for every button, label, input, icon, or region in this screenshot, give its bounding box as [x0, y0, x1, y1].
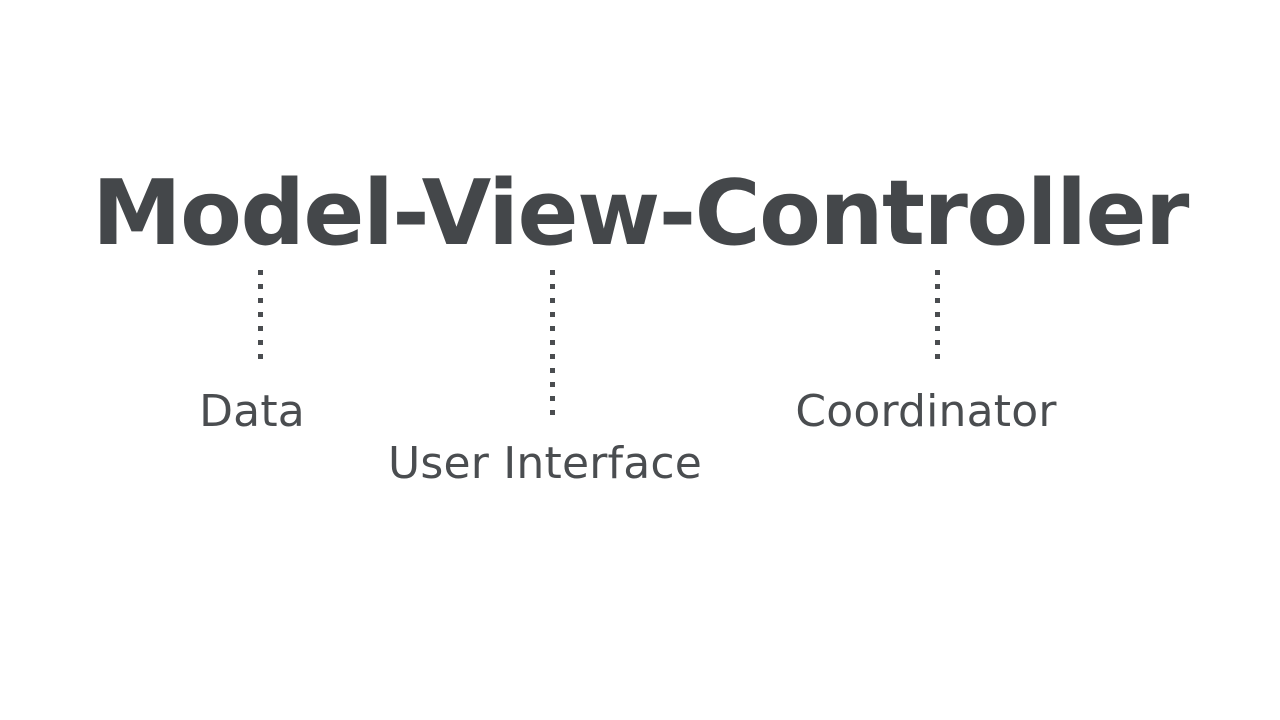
label-controller-coordinator: Coordinator — [795, 386, 1057, 437]
connector-controller-to-coordinator — [935, 270, 940, 366]
label-model-data: Data — [199, 386, 305, 437]
connector-model-to-data — [258, 270, 263, 366]
connector-view-to-user-interface — [550, 270, 555, 420]
page-title: Model-View-Controller — [92, 161, 1189, 266]
label-view-user-interface: User Interface — [387, 438, 703, 489]
